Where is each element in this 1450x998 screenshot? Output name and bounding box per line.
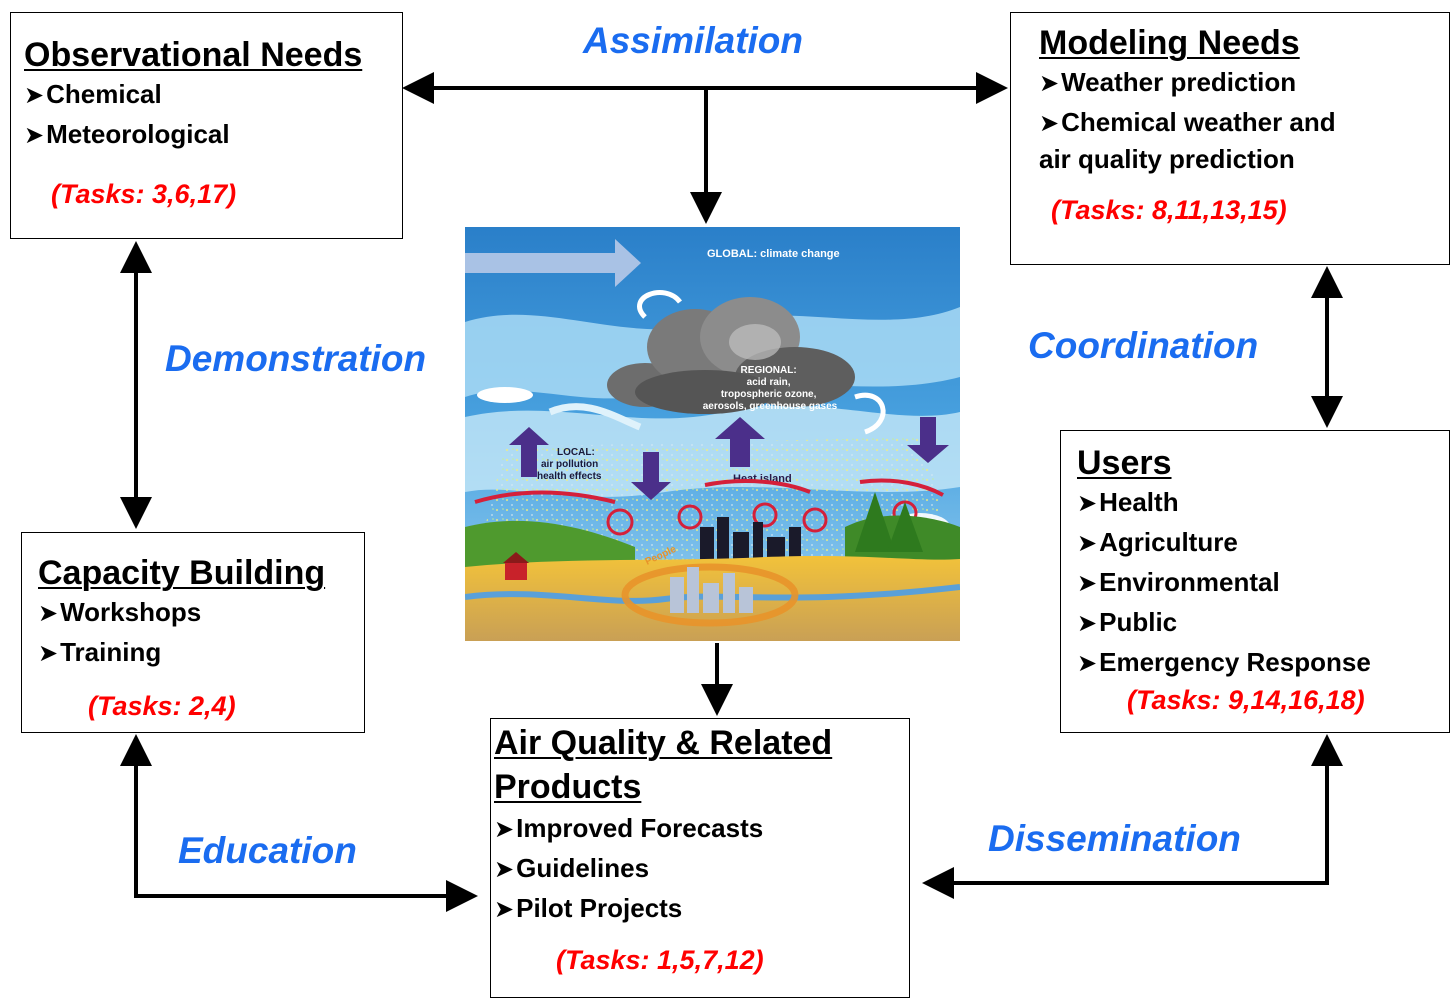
barn-icon bbox=[505, 562, 527, 580]
label-dissemination: Dissemination bbox=[988, 818, 1241, 859]
up-arrow-icon bbox=[715, 417, 765, 467]
capacity-building-box: Capacity Building ➤Workshops ➤Training (… bbox=[21, 532, 365, 733]
arrow-bullet-icon: ➤ bbox=[38, 640, 59, 667]
arrow-bullet-icon: ➤ bbox=[1077, 650, 1098, 677]
products-title-line2: Products bbox=[494, 768, 642, 806]
small-cloud bbox=[477, 387, 533, 403]
modeling-tasks: (Tasks: 8,11,13,15) bbox=[1051, 195, 1287, 225]
up-arrow-icon bbox=[509, 427, 549, 477]
observational-tasks: (Tasks: 3,6,17) bbox=[51, 179, 237, 209]
arrow-bullet-icon: ➤ bbox=[24, 82, 45, 109]
local-label: LOCAL: air pollution health effects bbox=[537, 447, 602, 482]
arrow-bullet-icon: ➤ bbox=[1077, 570, 1098, 597]
observational-item: ➤Meteorological bbox=[24, 119, 230, 149]
products-item: ➤Pilot Projects bbox=[494, 893, 683, 923]
circulation-arrow-icon bbox=[621, 563, 799, 627]
eddy-icon bbox=[802, 507, 828, 533]
wind-arrow-icon bbox=[474, 490, 616, 504]
eddy-icon bbox=[677, 504, 703, 530]
modeling-needs-title: Modeling Needs bbox=[1039, 24, 1300, 62]
capacity-item: ➤Workshops bbox=[38, 597, 202, 627]
products-box: Air Quality & Related Products ➤Improved… bbox=[490, 718, 910, 998]
users-item: ➤Public bbox=[1077, 607, 1178, 637]
global-label: GLOBAL: climate change bbox=[707, 248, 840, 260]
observational-needs-title: Observational Needs bbox=[24, 36, 363, 74]
observational-needs-box: Observational Needs ➤Chemical ➤Meteorolo… bbox=[10, 12, 403, 239]
users-item: ➤Agriculture bbox=[1077, 527, 1238, 557]
modeling-item-continued: air quality prediction bbox=[1039, 144, 1295, 174]
capacity-item: ➤Training bbox=[38, 637, 162, 667]
modeling-needs-box: Modeling Needs ➤Weather prediction ➤Chem… bbox=[1010, 12, 1450, 265]
storm-cloud-icon bbox=[607, 297, 855, 414]
arrow-bullet-icon: ➤ bbox=[1039, 110, 1060, 137]
down-arrow-icon bbox=[907, 417, 949, 463]
regional-label: REGIONAL: acid rain, tropospheric ozone,… bbox=[703, 365, 838, 412]
arrow-bullet-icon: ➤ bbox=[1039, 70, 1060, 97]
arrow-bullet-icon: ➤ bbox=[38, 600, 59, 627]
down-arrow-icon bbox=[631, 452, 671, 500]
arrow-users-products bbox=[922, 740, 1329, 899]
arrow-bullet-icon: ➤ bbox=[1077, 490, 1098, 517]
eddy-icon bbox=[752, 502, 778, 528]
wind-arrow-icon bbox=[859, 478, 944, 497]
eddy-icon bbox=[606, 508, 634, 536]
observational-item: ➤Chemical bbox=[24, 79, 162, 109]
modeling-item: ➤Chemical weather and bbox=[1039, 107, 1336, 137]
atmosphere-illustration: GLOBAL: climate change REGIONAL: acid ra… bbox=[465, 227, 960, 641]
users-item: ➤Health bbox=[1077, 487, 1179, 517]
label-assimilation: Assimilation bbox=[583, 20, 803, 61]
label-education: Education bbox=[178, 830, 357, 871]
users-tasks: (Tasks: 9,14,16,18) bbox=[1127, 685, 1365, 715]
products-tasks: (Tasks: 1,5,7,12) bbox=[556, 945, 764, 975]
users-title: Users bbox=[1077, 444, 1172, 482]
arrow-bullet-icon: ➤ bbox=[24, 122, 45, 149]
swirl-arrow-icon bbox=[548, 403, 642, 431]
tree-icon bbox=[887, 502, 923, 552]
tree-icon bbox=[855, 492, 895, 552]
global-arrow-icon bbox=[465, 239, 641, 287]
arrow-bullet-icon: ➤ bbox=[1077, 610, 1098, 637]
arrow-bullet-icon: ➤ bbox=[1077, 530, 1098, 557]
arrow-bullet-icon: ➤ bbox=[494, 896, 515, 923]
products-title-line1: Air Quality & Related bbox=[494, 724, 833, 762]
users-item: ➤Environmental bbox=[1077, 567, 1280, 597]
products-item: ➤Guidelines bbox=[494, 853, 650, 883]
capacity-building-title: Capacity Building bbox=[38, 554, 326, 592]
arrow-bullet-icon: ➤ bbox=[494, 816, 515, 843]
users-item: ➤Emergency Response bbox=[1077, 647, 1371, 677]
label-demonstration: Demonstration bbox=[165, 338, 427, 379]
products-item: ➤Improved Forecasts bbox=[494, 813, 764, 843]
swirl-arrow-icon bbox=[854, 392, 886, 435]
arrow-bullet-icon: ➤ bbox=[494, 856, 515, 883]
label-coordination: Coordination bbox=[1028, 325, 1259, 366]
wind-arrow-icon bbox=[704, 479, 811, 494]
capacity-tasks: (Tasks: 2,4) bbox=[88, 691, 236, 721]
arrow-capacity-products bbox=[134, 740, 478, 912]
swirl-arrow-icon bbox=[637, 290, 682, 319]
barn-roof bbox=[503, 552, 529, 563]
users-box: Users ➤Health ➤Agriculture ➤Environmenta… bbox=[1060, 430, 1450, 733]
modeling-item: ➤Weather prediction bbox=[1039, 67, 1297, 97]
buildings bbox=[670, 567, 753, 613]
